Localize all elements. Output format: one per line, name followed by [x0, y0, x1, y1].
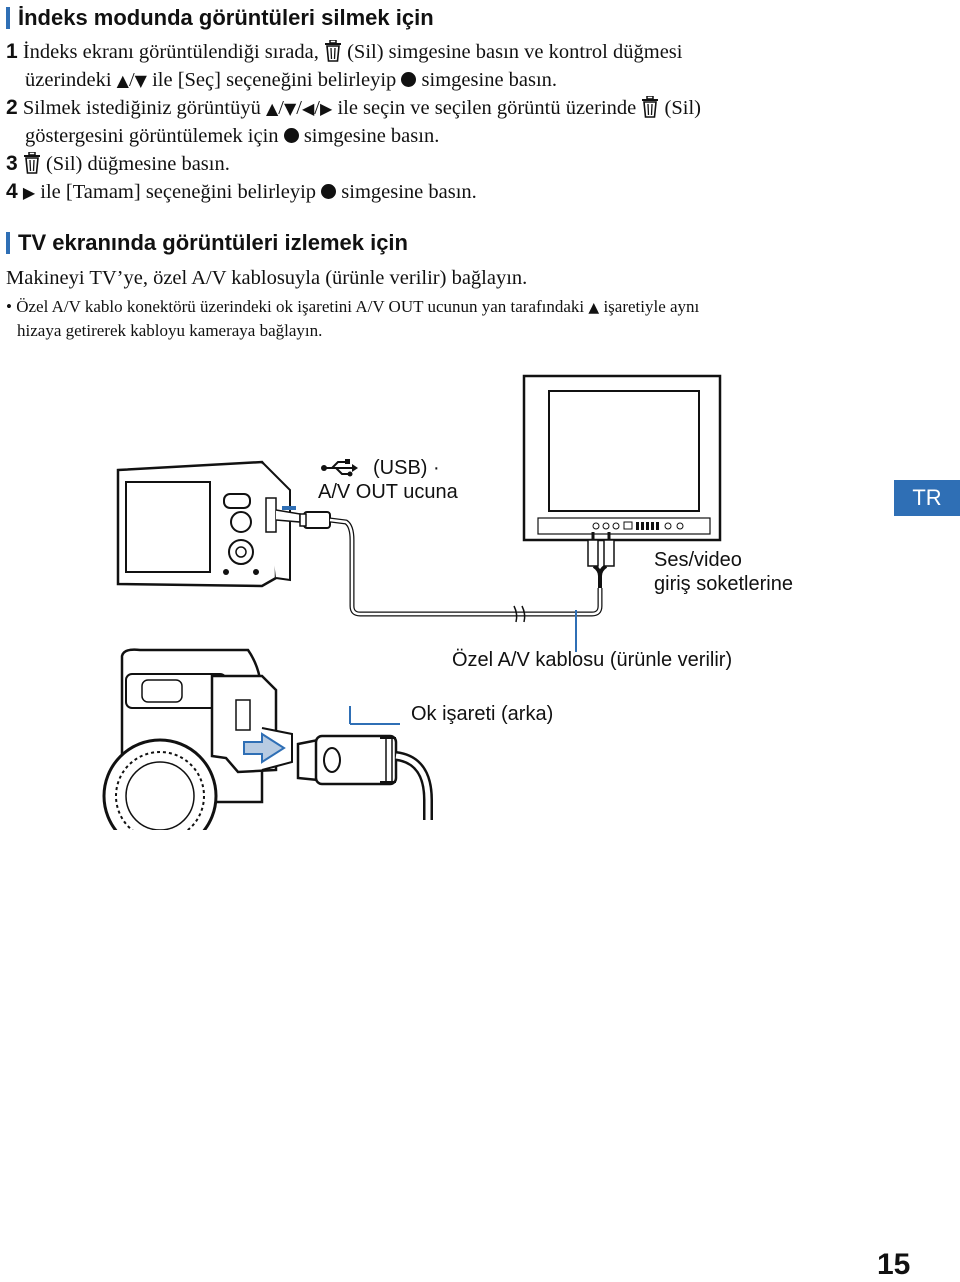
usb-label: (USB) ·	[373, 457, 440, 479]
cable-plug-closeup	[296, 734, 433, 820]
step-text: ile [Seç] seçeneğini belirleyip	[152, 69, 397, 91]
step-text: simgesine basın.	[341, 181, 477, 203]
heading-accent-bar	[6, 7, 10, 29]
note-text: işaretiyle aynı	[603, 297, 700, 316]
step-text: (Sil) simgesine basın ve kontrol düğmesi	[347, 41, 683, 63]
usb-icon	[321, 459, 358, 477]
page-number: 15	[877, 1248, 911, 1281]
step-text: simgesine basın.	[421, 69, 558, 91]
tv-illustration	[522, 374, 722, 542]
up-arrow-icon: ▲	[588, 300, 600, 316]
step-3: 3 (Sil) düğmesine basın.	[6, 150, 230, 178]
step-text: üzerindeki	[25, 69, 112, 91]
step-text: ile seçin ve seçilen görüntü üzerinde	[337, 97, 637, 119]
heading-text: İndeks modunda görüntüleri silmek için	[18, 5, 434, 30]
arrow-mark-label: Ok işareti (arka)	[411, 703, 554, 725]
step-4: 4 ▶ ile [Tamam] seçeneğini belirleyip si…	[6, 178, 477, 207]
step-2: 2 Silmek istediğiniz görüntüyü ▲/▼/◀/▶ i…	[6, 96, 701, 119]
step-text: simgesine basın.	[303, 125, 440, 147]
left-arrow-icon: ◀	[301, 99, 315, 118]
rca-plugs	[587, 532, 615, 567]
right-arrow-icon: ▶	[22, 183, 36, 202]
step-text: göstergesini görüntülemek için	[25, 125, 279, 147]
step-number: 2	[6, 96, 18, 119]
trash-icon	[23, 152, 40, 174]
step-text: Silmek istediğiniz görüntüyü	[22, 97, 261, 119]
step-text: ile [Tamam] seçeneğini belirleyip	[40, 181, 317, 203]
cable-plug-top	[299, 511, 331, 529]
camera-illustration	[116, 460, 301, 588]
camera-closeup	[102, 648, 293, 830]
connection-diagram	[102, 374, 722, 830]
up-arrow-icon: ▲	[265, 99, 279, 118]
trash-icon	[642, 96, 659, 118]
step-1: 1 İndeks ekranı görüntülendiği sırada, (…	[6, 38, 682, 66]
bullet: •	[6, 297, 12, 316]
up-arrow-icon: ▲	[116, 71, 129, 90]
jack-label-1: Ses/video	[654, 549, 742, 571]
cable-label: Özel A/V kablosu (ürünle verilir)	[452, 649, 733, 671]
section-heading-tv: TV ekranında görüntüleri izlemek için	[6, 230, 408, 256]
avout-label: A/V OUT ucuna	[318, 481, 458, 503]
step-number: 1	[6, 40, 18, 63]
step-number: 3	[6, 152, 18, 175]
note-line-1: • Özel A/V kablo konektörü üzerindeki ok…	[6, 295, 699, 320]
jack-label-2: giriş soketlerine	[654, 573, 793, 595]
language-tab: TR	[894, 480, 960, 516]
step-text: (Sil)	[664, 97, 701, 119]
step-1-line-2: üzerindeki ▲/▼ ile [Seç] seçeneğini beli…	[25, 66, 557, 95]
step-2-line-2: göstergesini görüntülemek için simgesine…	[25, 122, 439, 150]
right-arrow-icon: ▶	[320, 99, 333, 118]
step-number: 4	[6, 180, 18, 203]
section-heading-delete: İndeks modunda görüntüleri silmek için	[6, 5, 434, 31]
heading-text: TV ekranında görüntüleri izlemek için	[18, 230, 408, 255]
step-text: (Sil) düğmesine basın.	[45, 153, 230, 175]
slash: /	[128, 69, 135, 91]
center-button-icon	[283, 128, 299, 143]
trash-icon	[324, 40, 341, 62]
down-arrow-icon: ▼	[134, 71, 147, 90]
down-arrow-icon: ▼	[283, 99, 297, 118]
heading-accent-bar	[6, 232, 10, 254]
step-text: İndeks ekranı görüntülendiği sırada,	[22, 41, 319, 63]
note-line-2: hizaya getirerek kabloyu kameraya bağlay…	[17, 321, 323, 340]
center-button-icon	[401, 72, 417, 87]
note-text: Özel A/V kablo konektörü üzerindeki ok i…	[16, 297, 585, 316]
center-button-icon	[321, 184, 337, 199]
tv-instruction: Makineyi TV’ye, özel A/V kablosuyla (ürü…	[6, 267, 528, 289]
